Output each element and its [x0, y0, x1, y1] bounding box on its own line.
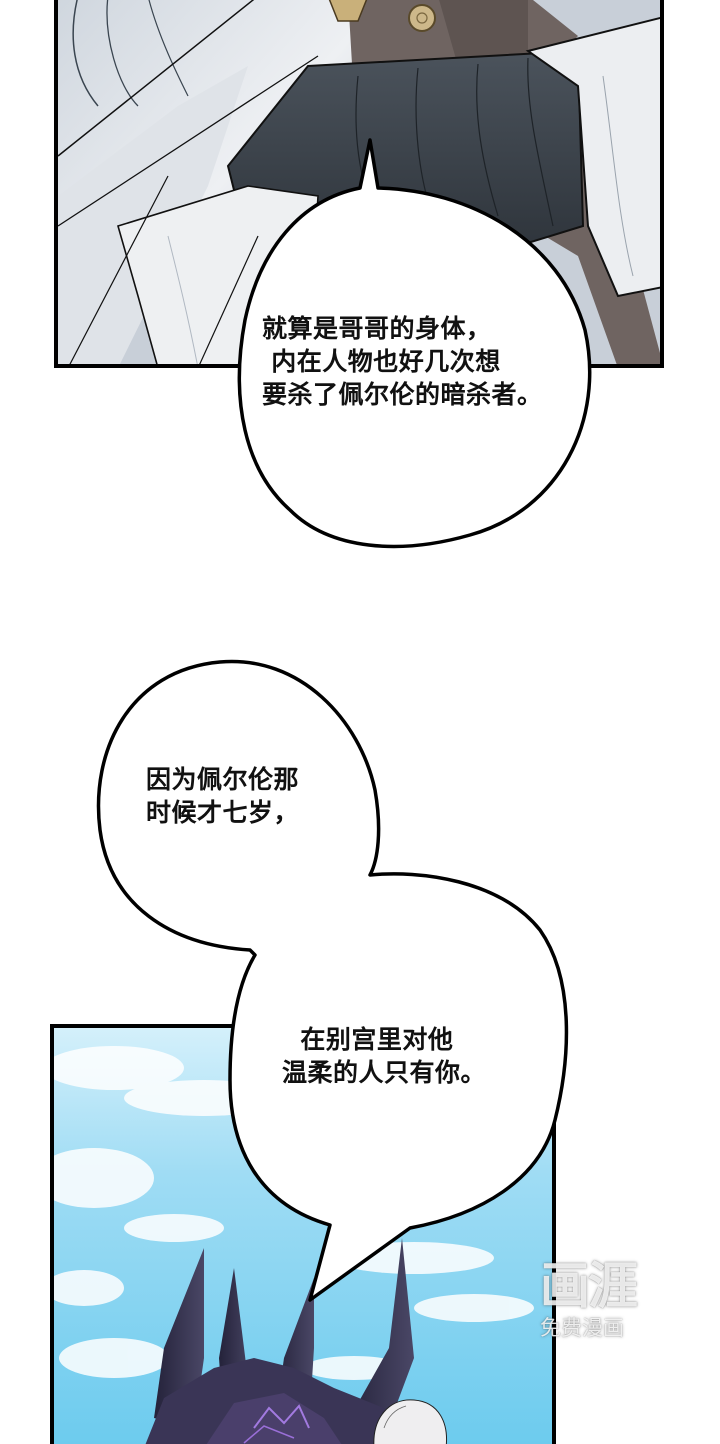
panel-top-artwork: [58, 0, 660, 364]
speech-bubble-2-text: 因为佩尔伦那 时候才七岁，: [146, 765, 300, 827]
comic-panel-top: [54, 0, 664, 368]
speech-bubble-2-3: [96, 659, 569, 1302]
watermark-logo: 画涯: [540, 1257, 638, 1315]
speech-bubble-1-text: 就算是哥哥的身体， 内在人物也好几次想 要杀了佩尔伦的暗杀者。: [262, 314, 543, 409]
speech-bubble-1: [237, 138, 592, 549]
speech-bubble-3-text: 在别宫里对他 温柔的人只有你。: [282, 1025, 487, 1087]
watermark-subtitle: 免费漫画: [540, 1316, 624, 1340]
watermark: 画涯 免费漫画: [540, 1258, 660, 1358]
